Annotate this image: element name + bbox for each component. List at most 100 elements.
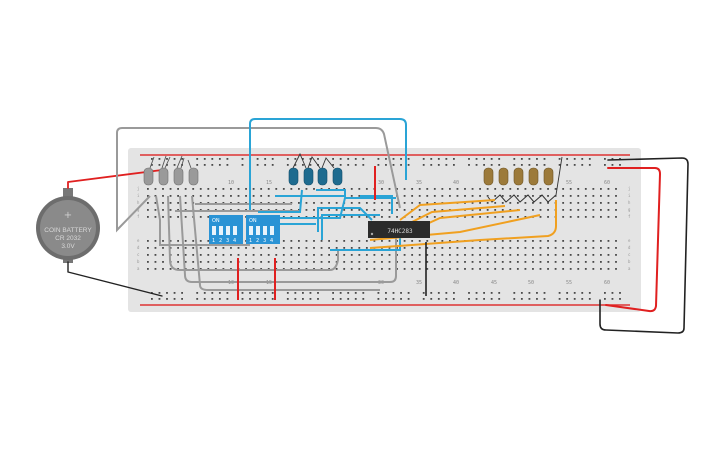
breadboard-hole[interactable] — [230, 195, 232, 197]
breadboard-hole[interactable] — [577, 216, 580, 218]
breadboard-hole[interactable] — [350, 254, 353, 256]
breadboard-hole[interactable] — [592, 202, 595, 204]
breadboard-hole[interactable] — [524, 254, 527, 256]
breadboard-hole[interactable] — [536, 164, 538, 166]
breadboard-hole[interactable] — [222, 261, 225, 263]
breadboard-hole[interactable] — [313, 216, 315, 218]
breadboard-hole[interactable] — [611, 292, 614, 294]
breadboard-hole[interactable] — [214, 209, 217, 211]
breadboard-hole[interactable] — [400, 298, 402, 300]
breadboard-hole[interactable] — [252, 247, 255, 249]
breadboard-hole[interactable] — [513, 292, 516, 294]
breadboard-hole[interactable] — [241, 292, 244, 294]
breadboard-hole[interactable] — [381, 188, 383, 190]
breadboard-hole[interactable] — [411, 247, 414, 249]
breadboard-hole[interactable] — [335, 247, 338, 249]
led-group-a[interactable] — [143, 155, 199, 186]
breadboard-hole[interactable] — [154, 202, 157, 204]
breadboard-hole[interactable] — [260, 188, 263, 190]
breadboard-hole[interactable] — [298, 240, 300, 242]
breadboard-hole[interactable] — [562, 216, 565, 218]
breadboard-hole[interactable] — [343, 254, 346, 256]
breadboard-hole[interactable] — [267, 254, 270, 256]
breadboard-hole[interactable] — [539, 268, 542, 270]
breadboard-hole[interactable] — [543, 164, 546, 166]
breadboard-hole[interactable] — [486, 202, 489, 204]
breadboard-hole[interactable] — [354, 164, 357, 166]
breadboard-hole[interactable] — [539, 209, 542, 211]
breadboard-hole[interactable] — [305, 202, 308, 204]
breadboard-hole[interactable] — [226, 158, 229, 160]
breadboard-hole[interactable] — [252, 188, 255, 190]
breadboard-hole[interactable] — [501, 268, 504, 270]
breadboard-hole[interactable] — [532, 240, 534, 242]
breadboard-hole[interactable] — [298, 254, 300, 256]
breadboard-hole[interactable] — [411, 195, 414, 197]
breadboard-hole[interactable] — [358, 195, 361, 197]
breadboard-hole[interactable] — [581, 292, 584, 294]
breadboard-hole[interactable] — [151, 164, 153, 166]
breadboard-hole[interactable] — [577, 247, 580, 249]
breadboard-hole[interactable] — [199, 261, 202, 263]
breadboard-hole[interactable] — [313, 240, 315, 242]
dip-switch-1[interactable]: ON 1 2 3 4 — [209, 215, 243, 244]
breadboard-hole[interactable] — [313, 247, 315, 249]
breadboard-hole[interactable] — [339, 298, 342, 300]
breadboard-hole[interactable] — [566, 298, 569, 300]
breadboard-hole[interactable] — [335, 209, 338, 211]
breadboard-hole[interactable] — [365, 209, 368, 211]
breadboard-hole[interactable] — [509, 188, 512, 190]
breadboard-hole[interactable] — [464, 254, 466, 256]
breadboard-hole[interactable] — [426, 209, 429, 211]
breadboard-hole[interactable] — [490, 298, 493, 300]
breadboard-hole[interactable] — [396, 240, 398, 242]
breadboard-hole[interactable] — [267, 268, 270, 270]
breadboard-hole[interactable] — [456, 195, 459, 197]
breadboard-hole[interactable] — [615, 261, 617, 263]
breadboard-hole[interactable] — [449, 254, 451, 256]
breadboard-hole[interactable] — [154, 240, 157, 242]
breadboard-hole[interactable] — [335, 254, 338, 256]
breadboard-hole[interactable] — [282, 209, 285, 211]
breadboard-hole[interactable] — [339, 164, 342, 166]
breadboard-hole[interactable] — [373, 240, 376, 242]
breadboard-hole[interactable] — [385, 292, 387, 294]
breadboard-hole[interactable] — [577, 202, 580, 204]
breadboard-hole[interactable] — [320, 240, 323, 242]
breadboard-hole[interactable] — [211, 158, 214, 160]
breadboard-hole[interactable] — [271, 292, 274, 294]
breadboard-hole[interactable] — [328, 216, 330, 218]
breadboard-hole[interactable] — [573, 164, 576, 166]
breadboard-hole[interactable] — [199, 195, 202, 197]
breadboard-hole[interactable] — [381, 268, 383, 270]
breadboard-hole[interactable] — [328, 268, 330, 270]
breadboard-hole[interactable] — [607, 209, 610, 211]
breadboard-hole[interactable] — [177, 188, 179, 190]
breadboard-hole[interactable] — [486, 261, 489, 263]
breadboard-hole[interactable] — [547, 247, 549, 249]
breadboard-hole[interactable] — [528, 298, 531, 300]
breadboard-hole[interactable] — [433, 261, 436, 263]
breadboard-hole[interactable] — [403, 209, 406, 211]
battery-positive-wire[interactable] — [67, 169, 163, 189]
breadboard-hole[interactable] — [536, 292, 538, 294]
breadboard-hole[interactable] — [177, 202, 179, 204]
breadboard-hole[interactable] — [600, 261, 602, 263]
breadboard-hole[interactable] — [377, 298, 380, 300]
breadboard-hole[interactable] — [615, 240, 617, 242]
breadboard-hole[interactable] — [475, 298, 478, 300]
breadboard-hole[interactable] — [199, 188, 202, 190]
breadboard-hole[interactable] — [350, 202, 353, 204]
breadboard-hole[interactable] — [282, 268, 285, 270]
breadboard-hole[interactable] — [494, 195, 497, 197]
breadboard-hole[interactable] — [237, 209, 240, 211]
breadboard-hole[interactable] — [566, 292, 569, 294]
breadboard-hole[interactable] — [305, 216, 308, 218]
breadboard-hole[interactable] — [584, 209, 587, 211]
breadboard-hole[interactable] — [365, 216, 368, 218]
breadboard-hole[interactable] — [486, 268, 489, 270]
breadboard-hole[interactable] — [494, 261, 497, 263]
breadboard-hole[interactable] — [365, 240, 368, 242]
breadboard-hole[interactable] — [177, 261, 179, 263]
breadboard-hole[interactable] — [196, 158, 199, 160]
